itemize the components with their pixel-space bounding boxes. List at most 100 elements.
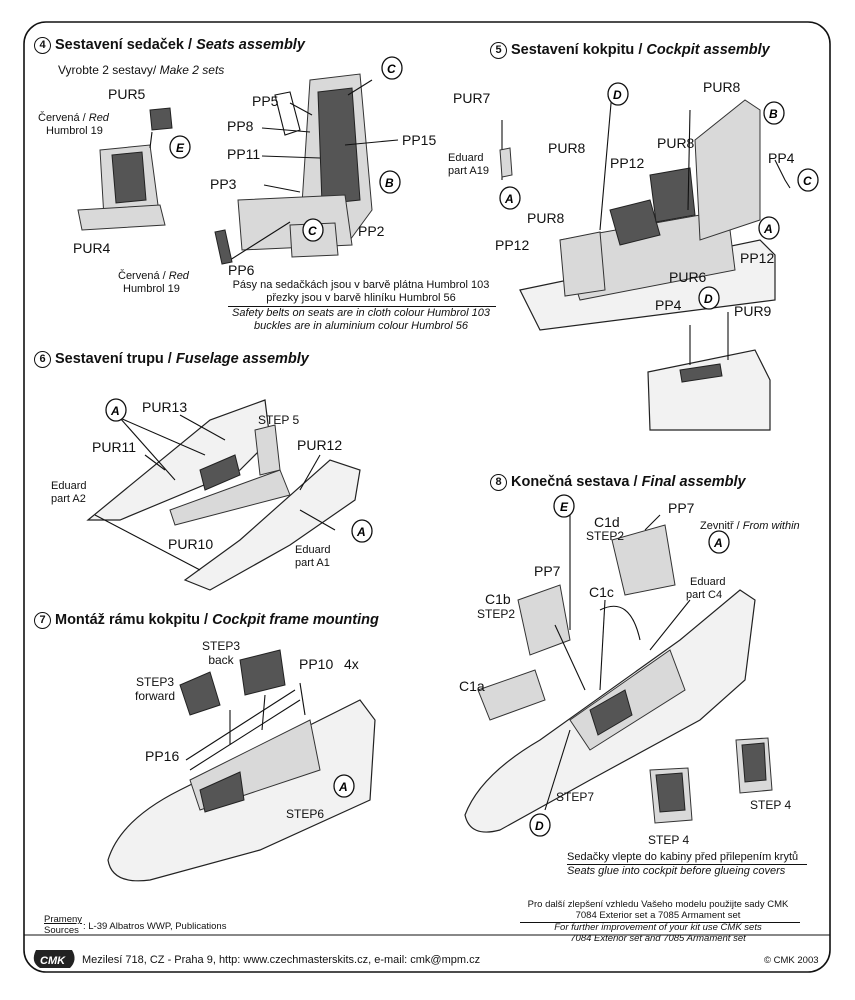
callout-D-1: D [607,82,629,106]
instrument-panel-drawing [647,312,771,431]
title-cz: Sestavení trupu / [55,351,176,367]
footer-copyright: © CMK 2003 [764,955,819,966]
belt-note-cz-2: přezky jsou v barvě hliníku Humbrol 56 [266,292,456,304]
label-step2-b: STEP2 [477,607,516,621]
final-fuselage-drawing [464,514,756,833]
label-pur12: PUR12 [297,437,343,453]
section-number: 8 [490,474,507,491]
page-frame [23,21,831,973]
label-pp4-a: PP4 [768,150,795,166]
sub-en: Make 2 sets [159,63,225,77]
red-en: Red [88,112,109,124]
callout-letter: A [504,192,514,206]
label-pp12-c: PP12 [740,250,775,266]
title-en: Fuselage assembly [175,351,309,367]
glue-note-en: Seats glue into cockpit before glueing c… [567,865,786,877]
sub-cz: Vyrobte 2 sestavy/ [58,63,160,77]
label-step3-forward-1: STEP3 [135,675,174,689]
label-part-c4: part C4 [686,589,723,601]
tip-cz-1: Pro další zlepšení vzhledu Vašeho modelu… [527,899,789,910]
callout-letter: A [338,780,348,794]
sources-label-en: Sources [44,925,79,936]
title-cz: Sestavení sedaček / [55,37,197,53]
callout-E-1: E [169,135,191,159]
cmk-logo: CMK [33,950,75,968]
label-pur9: PUR9 [734,303,772,319]
section-number: 4 [34,37,51,54]
label-step3-back-1: STEP3 [201,639,240,653]
label-eduard: Eduard [690,576,726,588]
cockpit-tub-drawing [499,91,791,331]
label-pp4-b: PP4 [655,297,682,313]
label-pur8-c: PUR8 [657,135,695,151]
label-pp11: PP11 [227,146,261,162]
callout-letter: B [385,176,394,190]
label-step5: STEP 5 [258,413,300,427]
callout-letter: B [769,107,778,121]
label-pur8-b: PUR8 [548,140,586,156]
label-pur13: PUR13 [142,399,188,415]
callout-letter: C [308,224,317,238]
callout-D-2: D [698,286,720,310]
callout-letter: D [613,88,622,102]
label-pur7: PUR7 [453,90,491,106]
belt-note-en-2: buckles are in aluminium colour Humbrol … [254,320,468,332]
label-quantity: 4x [344,656,359,672]
tip-cz-2: 7084 Exterior set a 7085 Armament set [575,910,741,921]
label-pur11: PUR11 [92,439,137,455]
callout-A-2: A [758,216,780,240]
callout-C-2: C [302,218,324,242]
callout-letter: A [763,222,773,236]
label-step3-forward-2: forward [134,689,175,703]
label-pp12-a: PP12 [610,155,645,171]
label-pp2: PP2 [358,223,385,239]
final-seats-drawing [649,737,773,824]
callout-letter: D [535,819,544,833]
label-pp7-a: PP7 [668,500,695,516]
label-step7: STEP7 [556,790,595,804]
label-pp15: PP15 [402,132,437,148]
callout-letter: E [176,141,185,155]
logo-text: CMK [40,955,66,967]
label-step4-b: STEP 4 [648,833,690,847]
label-eduard: Eduard [448,152,484,164]
sources-label-cz: Prameny [44,914,83,925]
footer-address: Mezilesí 718, CZ - Praha 9, http: www.cz… [82,954,481,966]
title-en: Final assembly [641,474,746,490]
label-humbrol-19-b: Humbrol 19 [123,283,180,295]
label-step3-back-2: back [208,653,234,667]
glue-note-divider [567,864,807,865]
sources-text: : L-39 Albatros WWP, Publications [83,921,227,932]
callout-A-4: A [351,519,373,543]
title-cz: Sestavení kokpitu / [511,42,647,58]
callout-B-1: B [379,170,401,194]
tip-en-1: For further improvement of your kit use … [554,922,762,933]
title-en: Cockpit assembly [646,42,770,58]
seat-leader-lines [261,79,399,193]
label-pp16: PP16 [145,748,180,764]
within-cz: Zevnitř / [700,520,743,532]
label-c1d: C1d [594,514,620,530]
label-pur8-a: PUR8 [703,79,741,95]
belt-note-cz-1: Pásy na sedačkách jsou v barvě plátna Hu… [232,279,490,291]
label-red-1: Červená / Red [38,112,109,124]
callout-letter: C [803,174,812,188]
title-en: Seats assembly [196,37,305,53]
label-pp6: PP6 [228,262,255,278]
callout-letter: D [704,292,713,306]
label-pur6: PUR6 [669,269,707,285]
label-eduard-a: Eduard [51,480,87,492]
red-en: Red [168,270,189,282]
fuselage-frame-drawing [107,649,376,882]
belt-note-en-1: Safety belts on seats are in cloth colou… [231,307,491,319]
fuselage-drawing [86,399,361,591]
label-pur10: PUR10 [168,536,214,552]
label-eduard-b: Eduard [295,544,331,556]
label-c1a: C1a [459,678,485,694]
